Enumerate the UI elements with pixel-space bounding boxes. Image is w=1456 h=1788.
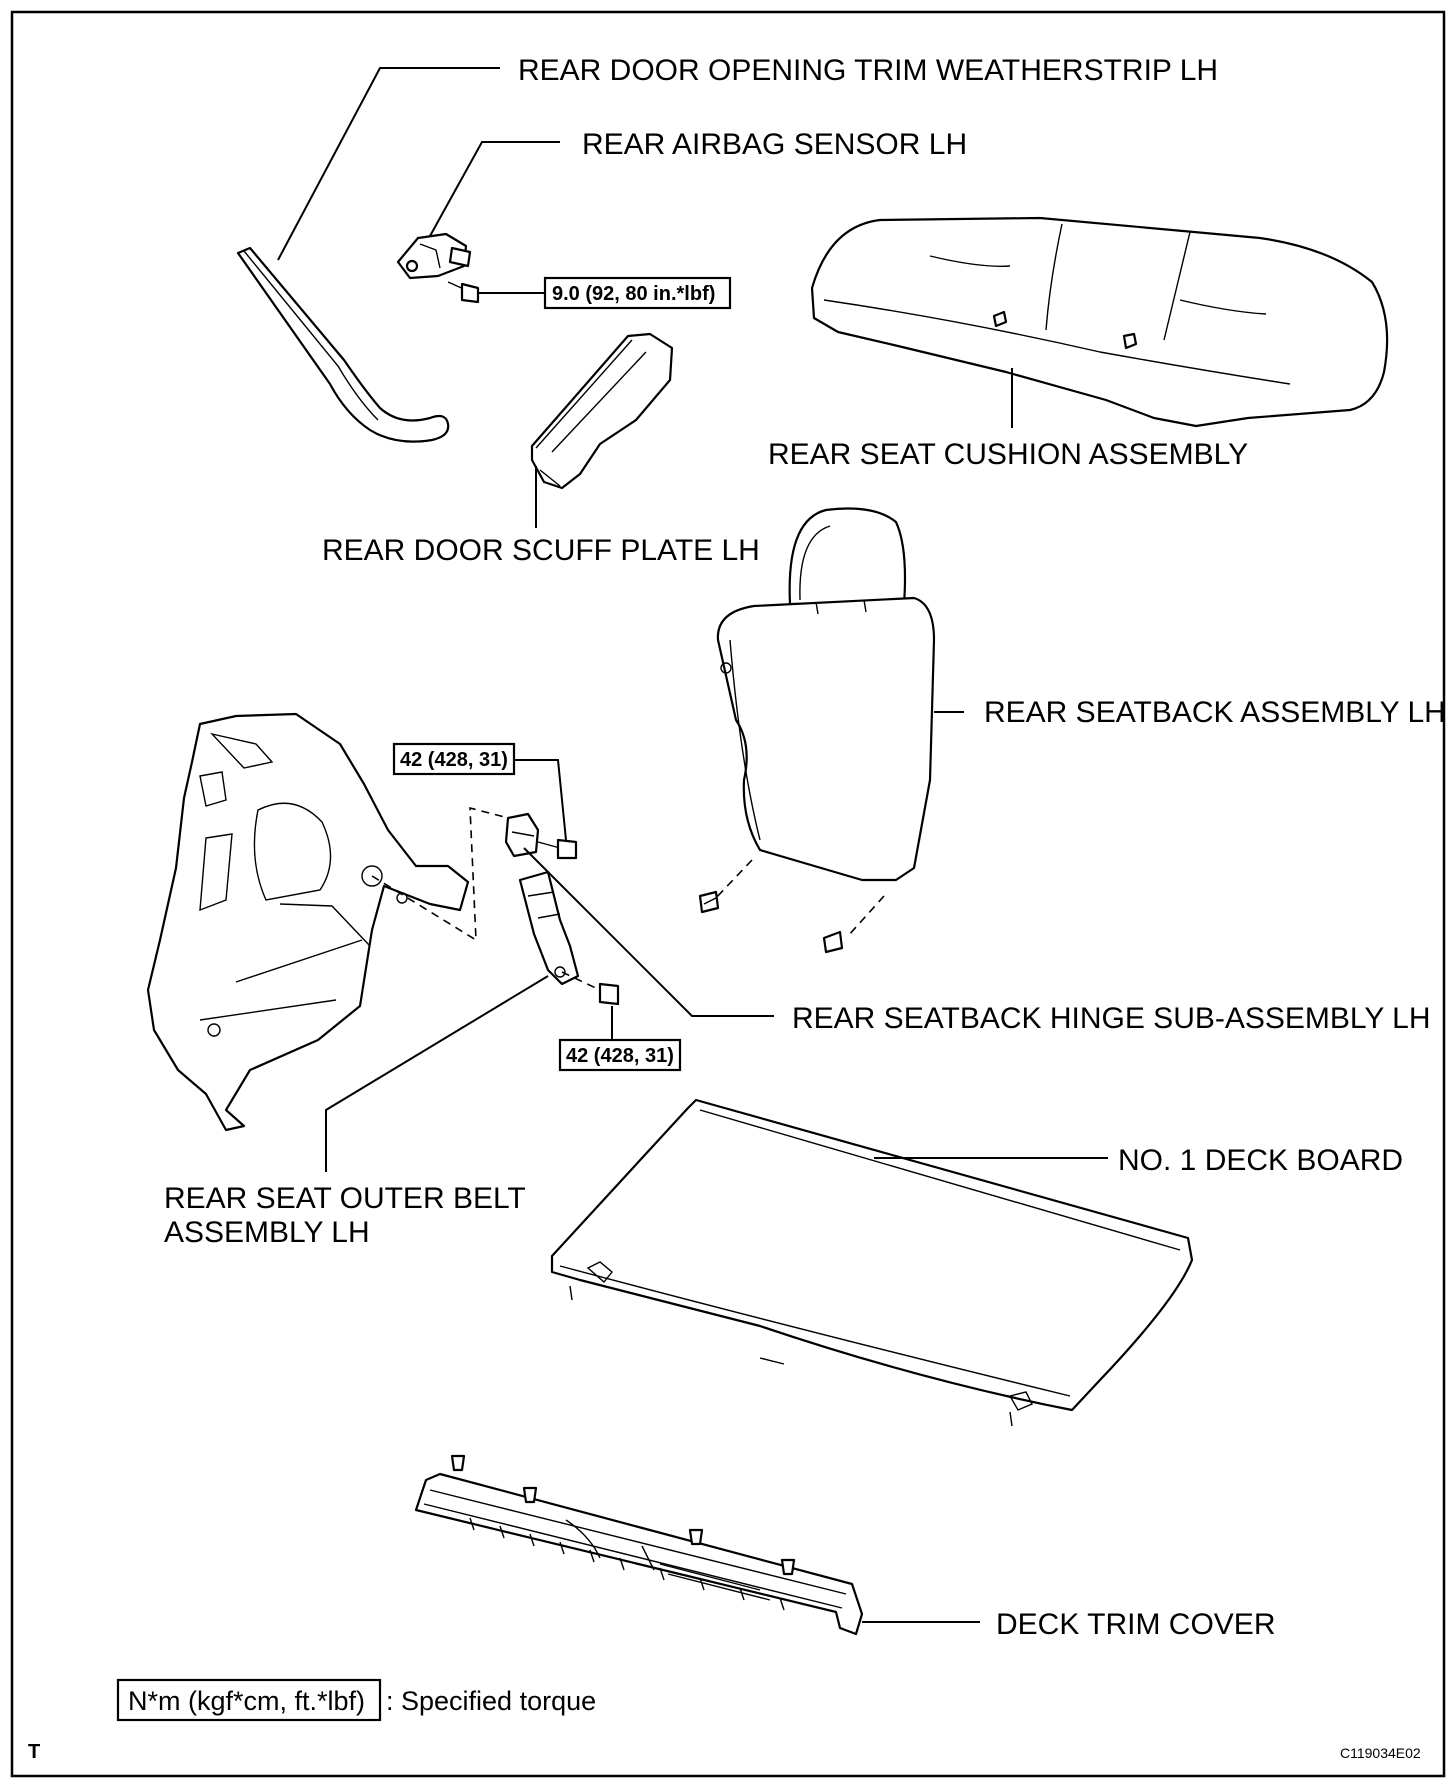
legend-unit: N*m (kgf*cm, ft.*lbf): [128, 1686, 365, 1716]
deck-trim-clips: [450, 1454, 796, 1576]
label-hinge: REAR SEATBACK HINGE SUB-ASSEMBLY LH: [792, 1002, 1431, 1035]
hinge-upper-torque-leader: [514, 759, 567, 841]
label-airbag-sensor: REAR AIRBAG SENSOR LH: [582, 128, 967, 161]
hinge-leader: [523, 847, 774, 1017]
hinge-part: [504, 812, 540, 858]
seatback-part: [716, 507, 936, 882]
figure-code: C119034E02: [1340, 1745, 1421, 1761]
hinge-bolt-upper: [537, 838, 578, 860]
label-deck-trim: DECK TRIM COVER: [996, 1608, 1275, 1641]
outer-belt-leader: [325, 975, 549, 1172]
deck-trim-cover-part: [414, 1472, 864, 1636]
weatherstrip-leader: [277, 67, 500, 261]
hinge-alignment-dash: [371, 806, 517, 942]
quarter-trim-panel-part: [146, 712, 470, 1132]
outer-belt-part: [518, 870, 580, 986]
legend-torque-box: [116, 1678, 382, 1722]
scuff-plate-part: [530, 332, 674, 490]
airbag-sensor-part: [396, 232, 472, 280]
airbag-sensor-bolt: [447, 281, 480, 304]
seatback-bolt-left: [698, 859, 753, 914]
label-weatherstrip: REAR DOOR OPENING TRIM WEATHERSTRIP LH: [518, 54, 1218, 87]
outer-belt-bolt: [561, 971, 620, 1006]
label-deck-board: NO. 1 DECK BOARD: [1118, 1144, 1403, 1177]
deck-board-part: [550, 1098, 1194, 1427]
hinge-upper-torque-value: 42 (428, 31): [400, 749, 508, 771]
weatherstrip-part: [236, 246, 450, 443]
airbag-torque-box: [543, 276, 732, 310]
label-scuff-plate: REAR DOOR SCUFF PLATE LH: [322, 534, 760, 567]
seat-cushion-part: [810, 216, 1389, 428]
label-outer-belt-line2: ASSEMBLY LH: [164, 1216, 370, 1249]
hinge-lower-torque-box: [558, 1038, 682, 1072]
label-seat-cushion: REAR SEAT CUSHION ASSEMBLY: [768, 438, 1248, 471]
seatback-bolt-right: [822, 895, 885, 954]
legend-text: : Specified torque: [386, 1686, 596, 1716]
corner-mark: T: [28, 1741, 40, 1763]
label-outer-belt-line1: REAR SEAT OUTER BELT: [164, 1182, 526, 1215]
figure-frame: [10, 10, 1446, 1778]
label-seatback: REAR SEATBACK ASSEMBLY LH: [984, 696, 1446, 729]
airbag-torque-value: 9.0 (92, 80 in.*lbf): [552, 283, 715, 305]
hinge-lower-torque-value: 42 (428, 31): [566, 1045, 674, 1067]
hinge-upper-torque-box: [392, 742, 516, 776]
airbag-sensor-leader: [429, 141, 560, 237]
